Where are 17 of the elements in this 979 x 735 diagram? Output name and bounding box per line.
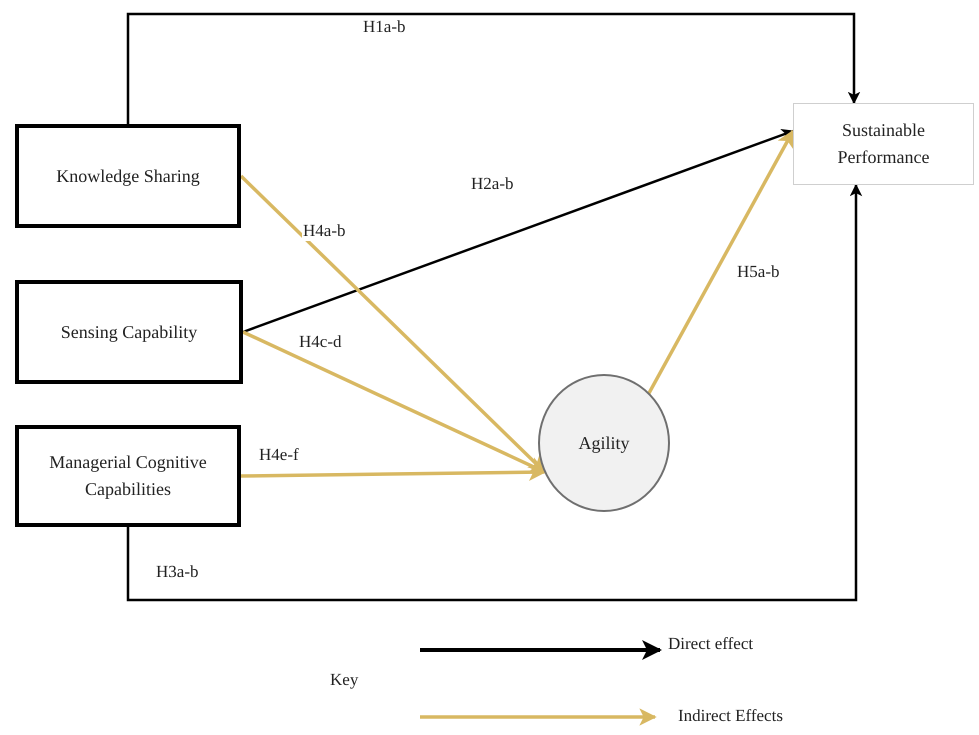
arrow bbox=[126, 184, 862, 602]
construct-box bbox=[793, 103, 974, 185]
node-label: Agility bbox=[578, 432, 630, 455]
legend-label: Indirect Effects bbox=[678, 706, 783, 726]
construct-box bbox=[15, 425, 241, 527]
arrow bbox=[126, 12, 860, 124]
node-label: Managerial Cognitive Capabilities bbox=[48, 451, 208, 501]
arrow bbox=[242, 129, 794, 334]
node-label: Sustainable Performance bbox=[836, 119, 930, 169]
construct-box bbox=[15, 280, 243, 384]
arrow bbox=[647, 129, 795, 394]
edge-label: H4a-b bbox=[302, 222, 346, 241]
node-label: Sensing Capability bbox=[60, 320, 198, 344]
node-label: Knowledge Sharing bbox=[56, 164, 200, 188]
construct-box bbox=[15, 124, 241, 228]
legend-title: Key bbox=[330, 670, 358, 690]
legend-label: Direct effect bbox=[668, 634, 754, 654]
